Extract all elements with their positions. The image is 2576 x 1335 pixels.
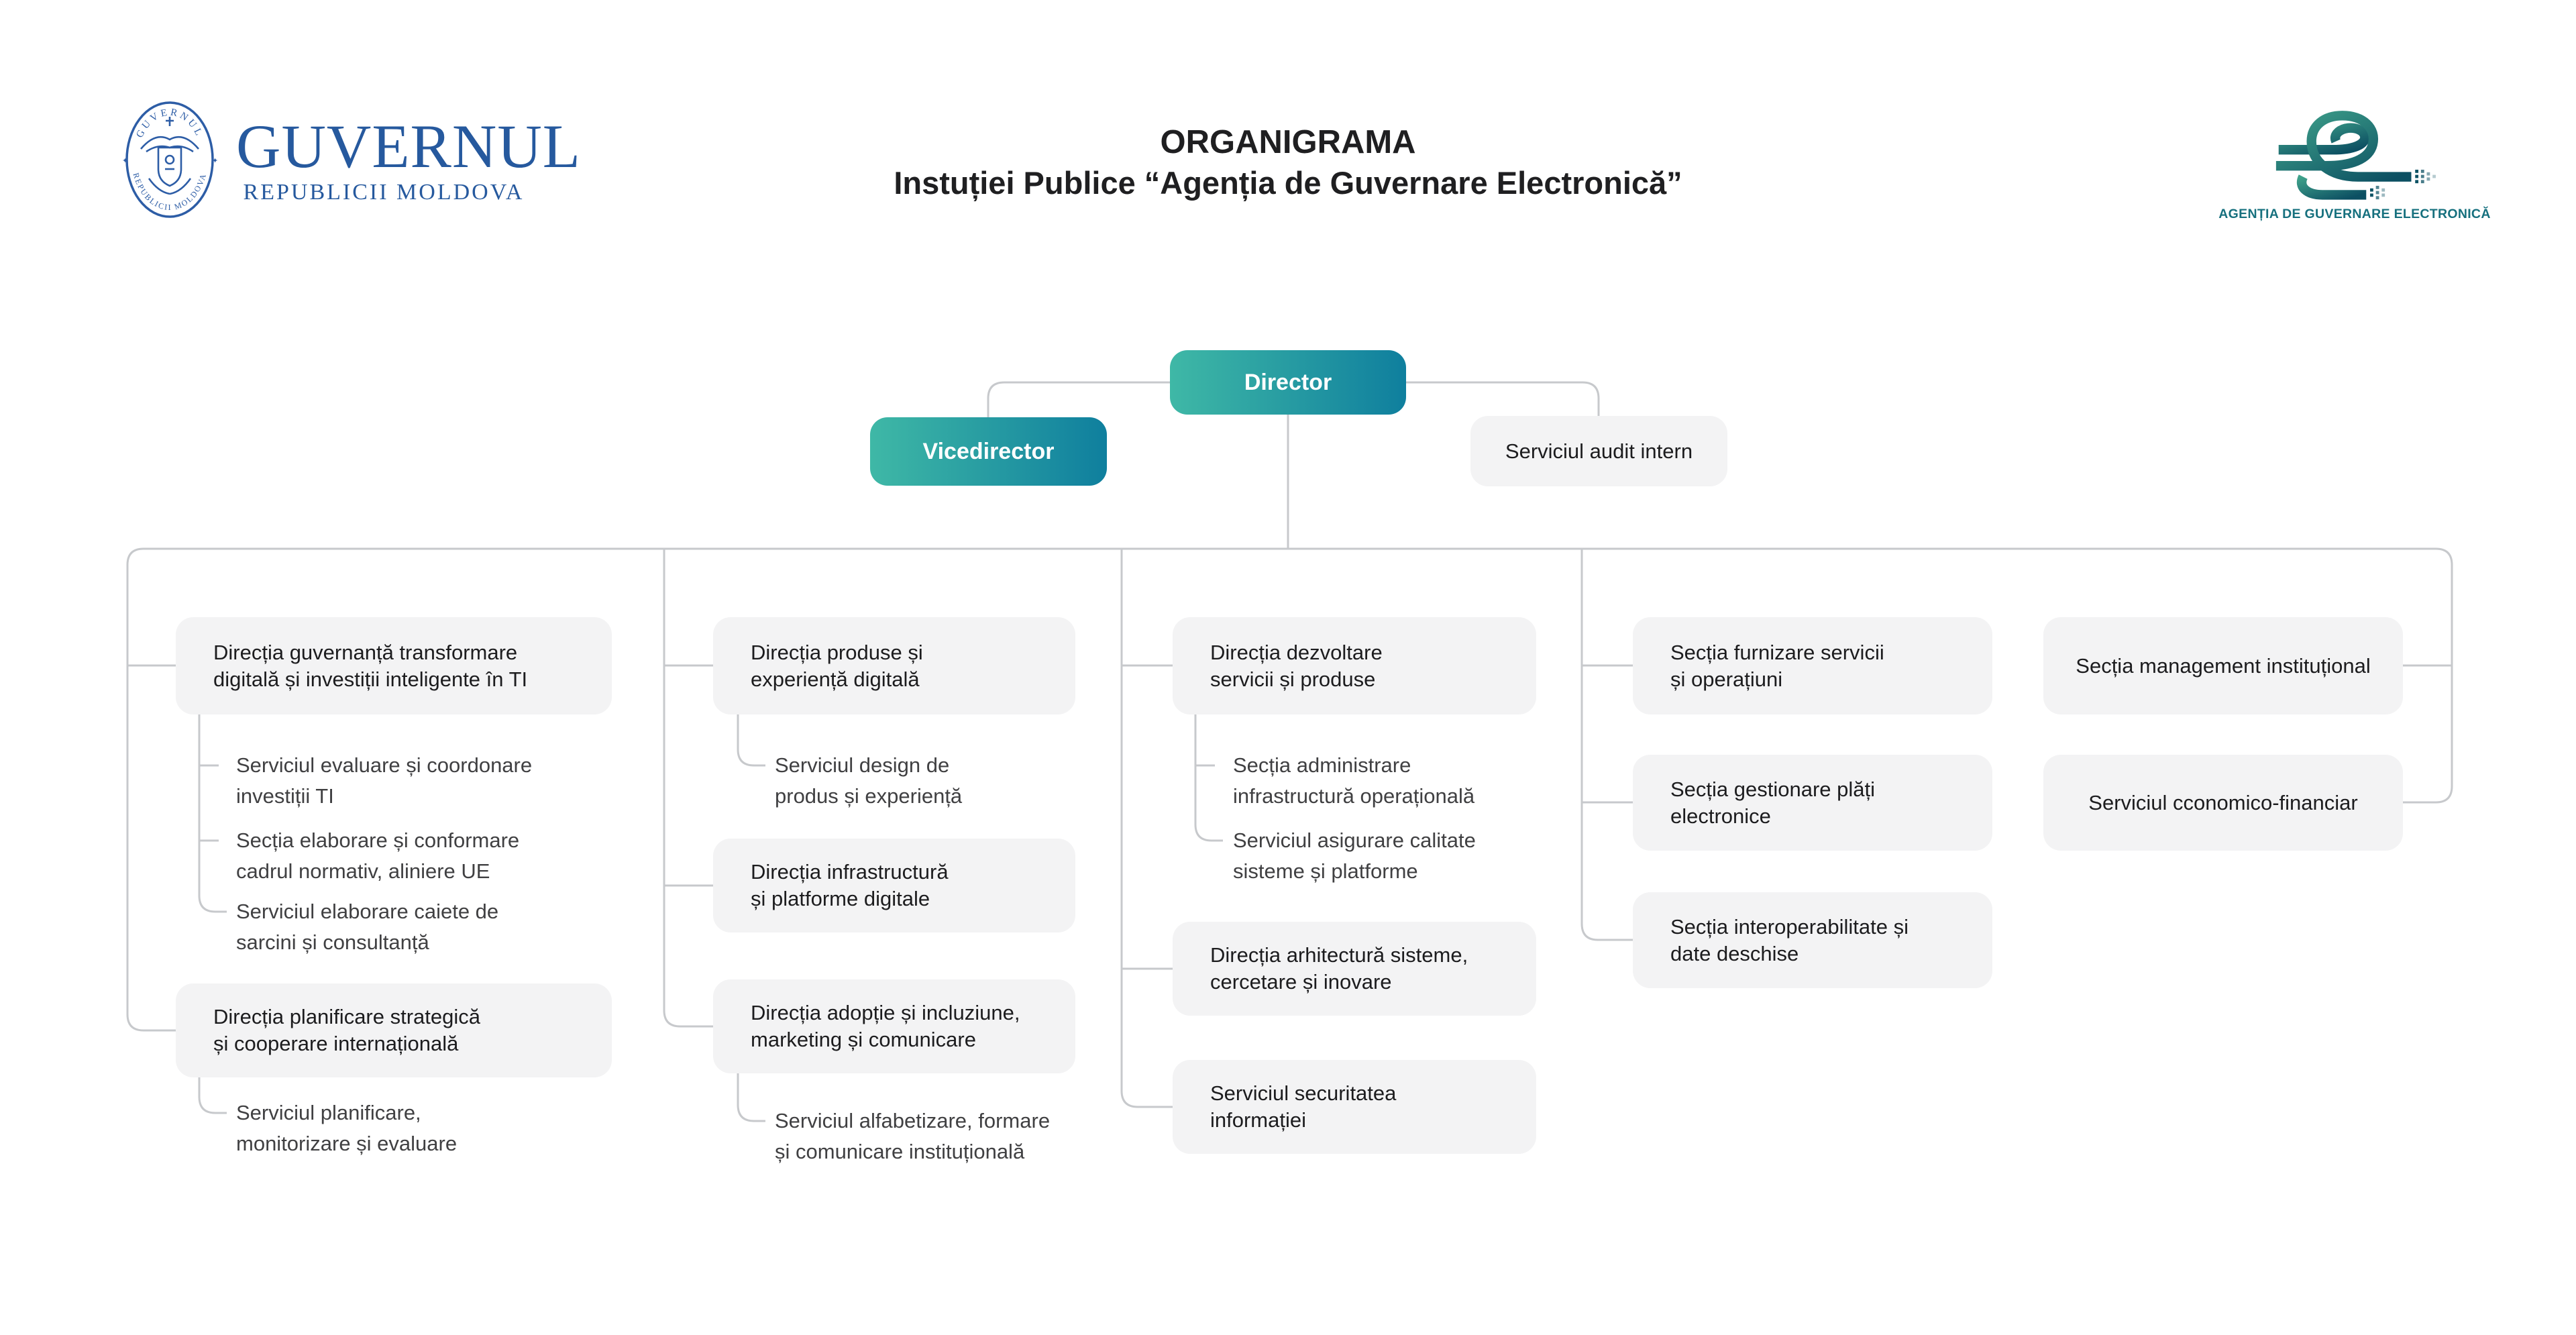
org-node-guvernanta-label: Direcția guvernanță transformare digital… (213, 640, 528, 691)
org-node-interoperabilitate-label: Secția interoperabilitate și date deschi… (1670, 914, 1909, 965)
org-node-planificare-strategica-label: Direcția planificare strategică și coope… (213, 1005, 481, 1055)
seal-ornament-left: ✦ (122, 157, 128, 165)
org-node-adoptie-label: Direcția adopție și incluziune, marketin… (751, 1001, 1020, 1051)
connector-col2-subspine1 (737, 714, 765, 767)
org-node-vicedirector-label: Vicedirector (922, 438, 1055, 464)
org-node-produse-label: Direcția produse și experiență digitală (751, 640, 923, 691)
connector-col3-spine (1120, 549, 1173, 1108)
org-node-director: Director (1170, 350, 1406, 415)
connector-director-audit (1406, 381, 1600, 416)
org-node-director-label: Director (1244, 369, 1332, 395)
org-node-evaluare: Serviciul evaluare și coordonare investi… (236, 753, 533, 808)
egov-logo-label: AGENȚIA DE GUVERNARE ELECTRONICĂ (2218, 207, 2491, 221)
org-node-arhitectura-label: Direcția arhitectură sisteme, cercetare … (1210, 943, 1468, 994)
egov-glyph-loop (2275, 111, 2412, 182)
connector-col3-subspine (1194, 714, 1223, 842)
seal-ornament-right: ✦ (212, 157, 218, 165)
org-node-dezvoltare-label: Direcția dezvoltare servicii și produse (1210, 640, 1383, 691)
org-node-administrare: Secția administrare infrastructură opera… (1233, 753, 1475, 808)
org-node-audit: Serviciul audit intern (1470, 416, 1727, 486)
connector-col4-spine (1580, 549, 1633, 941)
org-node-securitate: Serviciul securitatea informației (1173, 1060, 1536, 1154)
org-node-furnizare: Secția furnizare servicii și operațiuni (1633, 617, 1992, 714)
org-node-asigurare-calitate: Serviciul asigurare calitate sisteme și … (1233, 829, 1476, 883)
government-seal-icon: GUVERNUL REPUBLICII MOLDOVA ✦ ✦ (122, 101, 218, 218)
government-wordmark-title: GUVERNUL (236, 112, 581, 180)
government-wordmark: GUVERNUL REPUBLICII MOLDOVA (236, 112, 581, 205)
org-node-infrastructura: Direcția infrastructură și platforme dig… (713, 839, 1075, 932)
org-node-arhitectura: Direcția arhitectură sisteme, cercetare … (1173, 922, 1536, 1016)
org-node-caiete-sarcini: Serviciul elaborare caiete de sarcini și… (236, 900, 499, 954)
org-node-management-label: Secția management instituțional (2076, 653, 2371, 678)
org-node-management: Secția management instituțional (2043, 617, 2403, 714)
org-node-design: Serviciul design de produs și experiență (775, 753, 963, 808)
org-node-planificare-strategica: Direcția planificare strategică și coope… (176, 983, 612, 1077)
org-node-plati: Secția gestionare plăți electronice (1633, 755, 1992, 851)
connector-col1-subspine2 (198, 1077, 227, 1114)
org-node-elaborare-conformare: Secția elaborare și conformare cadrul no… (236, 829, 520, 883)
page-subtitle: Instuției Publice “Agenția de Guvernare … (894, 165, 1682, 201)
connector-col2-subspine2 (737, 1073, 765, 1122)
connector-director-vicedirector (987, 381, 1170, 417)
page-title-block: ORGANIGRAMA Instuției Publice “Agenția d… (785, 123, 1791, 201)
egov-glyph-tail (2297, 174, 2367, 200)
org-node-dezvoltare: Direcția dezvoltare servicii și produse (1173, 617, 1536, 714)
egov-glyph-dots (2370, 169, 2436, 200)
connector-main-rail (126, 547, 2453, 804)
government-logo: GUVERNUL REPUBLICII MOLDOVA ✦ ✦ (114, 99, 225, 220)
org-node-alfabetizare: Serviciul alfabetizare, formare și comun… (775, 1109, 1051, 1163)
egov-glyph-crossbar (2278, 123, 2370, 155)
org-node-plati-label: Secția gestionare plăți electronice (1670, 777, 1876, 828)
org-node-guvernanta: Direcția guvernanță transformare digital… (176, 617, 612, 714)
page-title: ORGANIGRAMA (1160, 124, 1416, 160)
egov-agency-logo: AGENȚIA DE GUVERNARE ELECTRONICĂ (2218, 105, 2490, 222)
connector-col1-subspine1 (198, 714, 227, 913)
org-node-produse: Direcția produse și experiență digitală (713, 617, 1075, 714)
connector-col2-spine (663, 549, 713, 1028)
seal-coat-of-arms (140, 117, 199, 195)
connector-col1-spine (126, 565, 176, 1032)
org-node-infrastructura-label: Direcția infrastructură și platforme dig… (751, 860, 949, 910)
org-node-adoptie: Direcția adopție și incluziune, marketin… (713, 979, 1075, 1073)
egov-logo-icon (2275, 111, 2436, 200)
org-node-securitate-label: Serviciul securitatea informației (1210, 1081, 1397, 1132)
seal-outer-ellipse (125, 101, 214, 218)
government-wordmark-subtitle: REPUBLICII MOLDOVA (243, 180, 525, 205)
org-node-vicedirector: Vicedirector (870, 417, 1107, 486)
org-node-planificare-monitorizare: Serviciul planificare, monitorizare și e… (236, 1101, 458, 1155)
org-node-interoperabilitate: Secția interoperabilitate și date deschi… (1633, 892, 1992, 988)
org-node-economico-financiar-label: Serviciul cconomico-financiar (2088, 790, 2358, 814)
org-node-economico-financiar: Serviciul cconomico-financiar (2043, 755, 2403, 851)
org-node-audit-label: Serviciul audit intern (1505, 439, 1693, 463)
org-node-furnizare-label: Secția furnizare servicii și operațiuni (1670, 640, 1884, 691)
